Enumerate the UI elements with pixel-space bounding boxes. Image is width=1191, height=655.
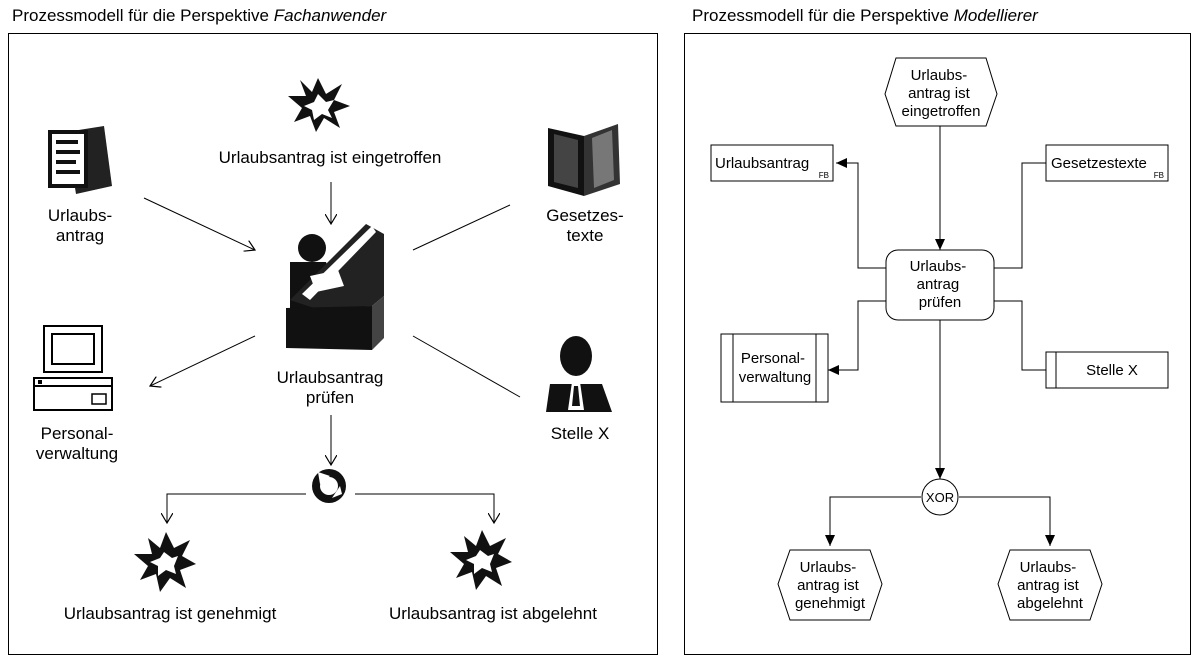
computer-icon <box>33 325 113 411</box>
function-label-line1: Urlaubsantrag <box>276 368 384 387</box>
law-texts-box <box>1045 144 1169 182</box>
book-icon <box>548 124 620 196</box>
function-line2: antrag <box>917 276 960 293</box>
system-label-line1: Personal- <box>40 424 114 443</box>
law-texts-label-line1: Gesetzes- <box>546 206 624 225</box>
person-at-desk-icon <box>286 224 384 350</box>
event-received-hexagon <box>884 57 998 127</box>
event-rejected-text: Urlaubs- antrag ist abgelehnt <box>1017 559 1084 612</box>
left-title-emphasis: Fachanwender <box>273 6 387 25</box>
event-rejected-label: Urlaubsantrag ist abgelehnt <box>389 604 597 623</box>
person-role-icon <box>546 336 612 412</box>
role-label: Stelle X <box>550 424 610 443</box>
system-label-line2: verwaltung <box>35 444 119 463</box>
event-burst-icon <box>288 78 350 132</box>
connector-cycle-icon <box>312 469 346 503</box>
event-rejected-line2: antrag ist <box>1017 577 1080 594</box>
right-title-prefix: Prozessmodell für die Perspektive <box>692 6 954 25</box>
event-rejected-icon <box>450 530 512 590</box>
document-text: Urlaubsantrag <box>715 155 809 172</box>
function-line1: Urlaubs- <box>910 258 967 275</box>
law-texts-text: Gesetzestexte <box>1051 155 1147 172</box>
function-line3: prüfen <box>919 294 962 311</box>
system-label: Personal- verwaltung <box>12 424 142 464</box>
law-texts-label-line2: texte <box>566 226 604 245</box>
left-panel-title: Prozessmodell für die Perspektive Fachan… <box>12 6 386 26</box>
event-approved-text: Urlaubs- antrag ist genehmigt <box>795 559 866 612</box>
right-title-emphasis: Modellierer <box>953 6 1038 25</box>
event-received-label: Urlaubsantrag ist eingetroffen <box>218 148 442 167</box>
system-box <box>720 333 829 403</box>
xor-connector <box>921 478 959 516</box>
document-box <box>710 144 834 182</box>
function-text: Urlaubs- antrag prüfen <box>910 258 971 311</box>
right-panel-title: Prozessmodell für die Perspektive Modell… <box>692 6 1038 26</box>
event-received-line3: eingetroffen <box>902 103 981 120</box>
role-box <box>1045 351 1169 389</box>
event-rejected-line1: Urlaubs- <box>1020 559 1077 576</box>
event-received-line2: antrag ist <box>908 85 971 102</box>
system-line2: verwaltung <box>739 369 812 386</box>
event-rejected-line3: abgelehnt <box>1017 595 1084 612</box>
event-approved-hexagon <box>777 549 883 621</box>
system-line1: Personal- <box>741 350 805 367</box>
law-texts-label: Gesetzes- texte <box>530 206 640 246</box>
document-label-line2: antrag <box>55 226 105 245</box>
law-texts-fb-tag: FB <box>1154 171 1164 180</box>
event-approved-label: Urlaubsantrag ist genehmigt <box>63 604 277 623</box>
function-box <box>885 249 995 321</box>
event-approved-icon <box>134 532 196 592</box>
event-received-line1: Urlaubs- <box>911 67 968 84</box>
event-approved-line2: antrag ist <box>797 577 860 594</box>
left-title-prefix: Prozessmodell für die Perspektive <box>12 6 274 25</box>
system-text: Personal- verwaltung <box>739 350 812 386</box>
function-label: Urlaubsantrag prüfen <box>240 368 420 408</box>
event-rejected-hexagon <box>997 549 1103 621</box>
event-received-text: Urlaubs- antrag ist eingetroffen <box>902 67 981 120</box>
document-label: Urlaubs- antrag <box>20 206 140 246</box>
xor-text: XOR <box>926 490 954 505</box>
event-approved-line1: Urlaubs- <box>800 559 857 576</box>
document-icon <box>48 126 112 194</box>
role-text: Stelle X <box>1086 362 1138 379</box>
event-approved-line3: genehmigt <box>795 595 866 612</box>
document-fb-tag: FB <box>819 171 829 180</box>
function-label-line2: prüfen <box>305 388 355 407</box>
document-label-line1: Urlaubs- <box>47 206 113 225</box>
